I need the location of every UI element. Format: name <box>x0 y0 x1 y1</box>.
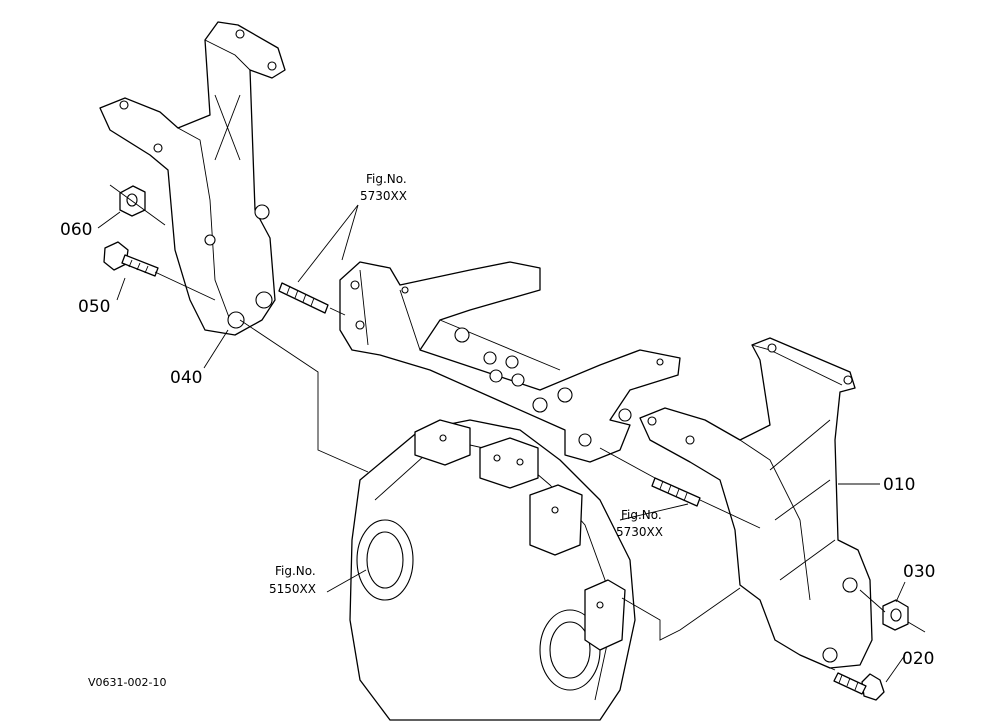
ref-right-line1: Fig.No. <box>621 508 662 522</box>
callout-040: 040 <box>170 368 202 388</box>
callout-060: 060 <box>60 220 92 240</box>
callout-030: 030 <box>903 562 935 582</box>
stud-bolt-lower <box>651 477 701 507</box>
callout-020: 020 <box>902 649 934 669</box>
ref-left-line2: 5150XX <box>269 582 316 596</box>
ref-right-line2: 5730XX <box>616 525 663 539</box>
nut-030 <box>882 599 909 631</box>
stud-bolt-upper <box>278 282 329 314</box>
ref-top-line2: 5730XX <box>360 189 407 203</box>
frame-bracket-assembly <box>339 261 681 463</box>
callout-leaders <box>97 204 906 683</box>
drawing-code: V0631-002-10 <box>88 676 166 689</box>
ref-top-line1: Fig.No. <box>366 172 407 186</box>
bolt-050 <box>103 241 159 277</box>
alignment-lines <box>109 184 926 671</box>
ref-left-line1: Fig.No. <box>275 564 316 578</box>
gear-case-housing <box>349 419 636 721</box>
callout-050: 050 <box>78 297 110 317</box>
support-bracket-right <box>639 337 873 669</box>
support-bracket-left <box>99 21 286 336</box>
bolt-020 <box>833 672 885 701</box>
callout-010: 010 <box>883 475 915 495</box>
